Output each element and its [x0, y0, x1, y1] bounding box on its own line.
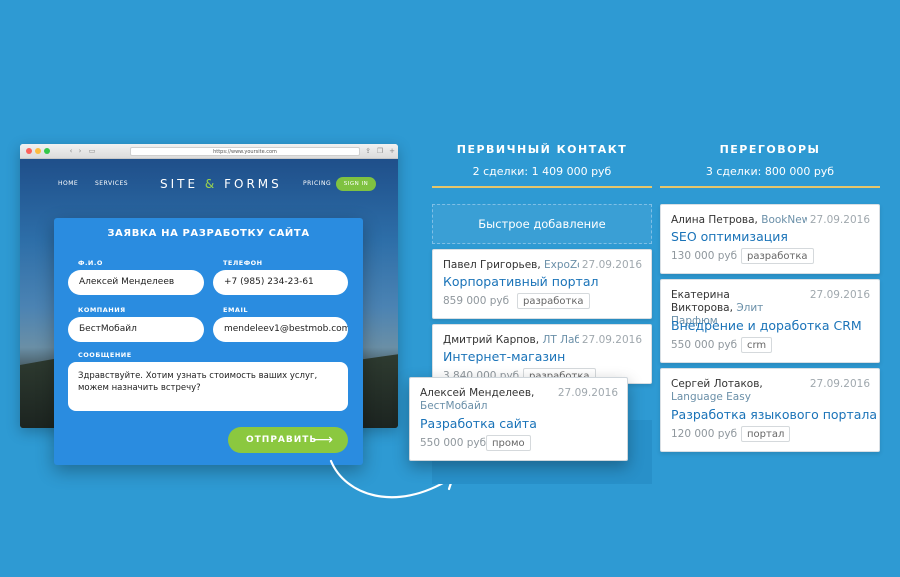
- column-header-primary-contact: ПЕРВИЧНЫЙ КОНТАКТ 2 сделки: 1 409 000 ру…: [432, 143, 652, 178]
- send-button-label: ОТПРАВИТЬ: [246, 435, 318, 445]
- deal-title[interactable]: Разработка сайта: [420, 416, 537, 431]
- email-field[interactable]: mendeleev1@bestmob.com: [213, 317, 348, 342]
- deal-tag[interactable]: разработка: [517, 293, 590, 309]
- deal-amount: 550 000 руб: [420, 437, 487, 449]
- deal-card[interactable]: Сергей Лотаков, Language Easy 27.09.2016…: [660, 368, 880, 452]
- column-title: ПЕРВИЧНЫЙ КОНТАКТ: [456, 143, 628, 156]
- column-summary: 2 сделки: 1 409 000 руб: [472, 165, 612, 178]
- deal-date: 27.09.2016: [806, 214, 870, 226]
- quick-add-button[interactable]: Быстрое добавление: [432, 204, 652, 244]
- deal-contact: Сергей Лотаков, Language Easy: [671, 378, 763, 403]
- deal-date: 27.09.2016: [578, 259, 642, 271]
- sign-in-button[interactable]: SIGN IN: [336, 177, 376, 191]
- name-label: Ф.И.О: [78, 259, 103, 267]
- phone-label: ТЕЛЕФОН: [223, 259, 263, 267]
- deal-contact: Дмитрий Карпов, ЛТ Лабс: [443, 334, 587, 346]
- deal-card[interactable]: Дмитрий Карпов, ЛТ Лабс 27.09.2016 Интер…: [432, 324, 652, 384]
- deal-tag[interactable]: crm: [741, 337, 773, 353]
- deal-title[interactable]: Интернет-магазин: [443, 349, 566, 364]
- deal-amount: 550 000 руб: [671, 339, 738, 351]
- name-field[interactable]: Алексей Менделеев: [68, 270, 204, 295]
- lead-form: ЗАЯВКА НА РАЗРАБОТКУ САЙТА Ф.И.О Алексей…: [54, 218, 363, 465]
- deal-amount: 859 000 руб: [443, 295, 510, 307]
- nav-pricing-link[interactable]: PRICING: [303, 180, 332, 187]
- plus-icon[interactable]: +: [389, 147, 395, 155]
- deal-card[interactable]: Алина Петрова, BookNew 27.09.2016 SEO оп…: [660, 204, 880, 274]
- arrow-right-icon: ⟶: [312, 432, 334, 448]
- deal-title[interactable]: Корпоративный портал: [443, 274, 599, 289]
- deal-card[interactable]: Павел Григорьев, ExpoZone 27.09.2016 Кор…: [432, 249, 652, 319]
- maximize-window-button[interactable]: [44, 148, 50, 154]
- column-divider: [660, 186, 880, 188]
- deal-amount: 130 000 руб: [671, 250, 738, 262]
- send-button[interactable]: ОТПРАВИТЬ ⟶: [228, 427, 348, 453]
- browser-toolbar: ‹ › ▭ https://www.yoursite.com ⇪ ❐ +: [20, 144, 398, 159]
- message-label: СООБЩЕНИЕ: [78, 351, 132, 359]
- deal-title[interactable]: SEO оптимизация: [671, 229, 788, 244]
- nav-services-link[interactable]: SERVICES: [95, 180, 129, 187]
- company-label: КОМПАНИЯ: [78, 306, 126, 314]
- tabs-icon[interactable]: ❐: [376, 147, 384, 155]
- phone-field[interactable]: +7 (985) 234-23-61: [213, 270, 348, 295]
- deal-contact: Екатерина Викторова, Элит Парфюм: [671, 289, 764, 327]
- forward-icon[interactable]: ›: [78, 147, 82, 155]
- column-divider: [432, 186, 652, 188]
- address-bar[interactable]: https://www.yoursite.com: [130, 147, 360, 156]
- dragged-deal-card[interactable]: Алексей Менделеев, БестМобайл 27.09.2016…: [409, 377, 628, 461]
- close-window-button[interactable]: [26, 148, 32, 154]
- deal-date: 27.09.2016: [806, 378, 870, 390]
- back-icon[interactable]: ‹: [69, 147, 73, 155]
- deal-date: 27.09.2016: [806, 289, 870, 301]
- deal-tag[interactable]: разработка: [741, 248, 814, 264]
- deal-card[interactable]: Екатерина Викторова, Элит Парфюм 27.09.2…: [660, 279, 880, 363]
- site-navigation: HOME SERVICES SITE & FORMS PRICING SIGN …: [20, 177, 398, 193]
- deal-date: 27.09.2016: [554, 387, 618, 399]
- email-label: EMAIL: [223, 306, 248, 314]
- deal-title[interactable]: Внедрение и доработка CRM: [671, 318, 862, 333]
- deal-date: 27.09.2016: [578, 334, 642, 346]
- form-title: ЗАЯВКА НА РАЗРАБОТКУ САЙТА: [107, 228, 310, 239]
- deal-tag[interactable]: портал: [741, 426, 791, 442]
- deal-title[interactable]: Разработка языкового портала: [671, 407, 878, 422]
- column-summary: 3 сделки: 800 000 руб: [705, 165, 835, 178]
- share-icon[interactable]: ⇪: [365, 147, 371, 155]
- minimize-window-button[interactable]: [35, 148, 41, 154]
- site-logo: SITE & FORMS: [160, 177, 282, 191]
- deal-contact: Алексей Менделеев, БестМобайл: [420, 387, 535, 412]
- column-title: ПЕРЕГОВОРЫ: [719, 143, 821, 156]
- deal-tag[interactable]: промо: [486, 435, 531, 451]
- deal-amount: 120 000 руб: [671, 428, 738, 440]
- nav-home-link[interactable]: HOME: [58, 180, 79, 187]
- deal-contact: Алина Петрова, BookNew: [671, 214, 811, 226]
- message-field[interactable]: Здравствуйте. Хотим узнать стоимость ваш…: [68, 362, 348, 411]
- column-header-negotiations: ПЕРЕГОВОРЫ 3 сделки: 800 000 руб: [660, 143, 880, 178]
- sidebar-icon[interactable]: ▭: [88, 147, 96, 155]
- company-field[interactable]: БестМобайл: [68, 317, 204, 342]
